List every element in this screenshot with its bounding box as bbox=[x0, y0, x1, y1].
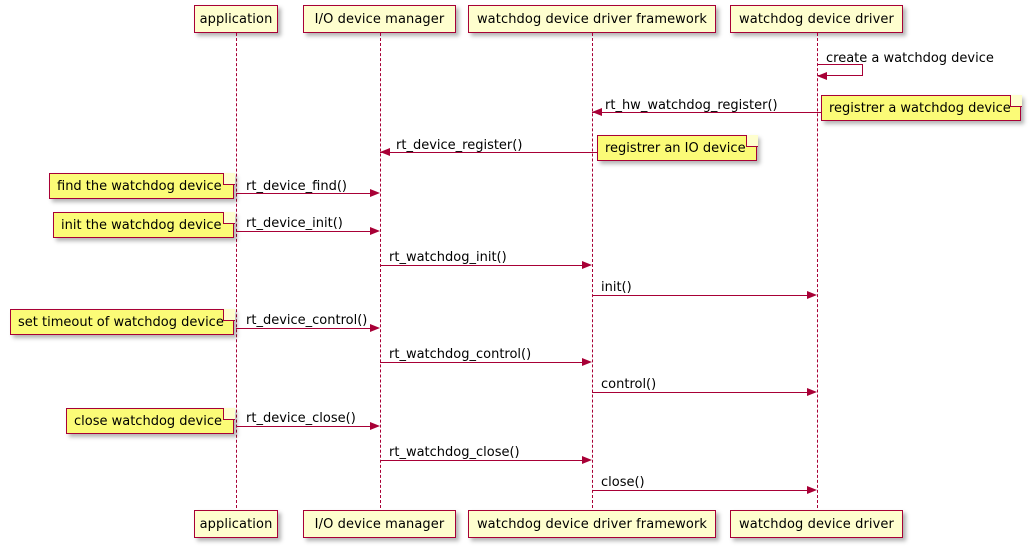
participant-label: watchdog device driver bbox=[739, 11, 894, 27]
note-fold-icon bbox=[222, 211, 235, 224]
message-label-control: control() bbox=[601, 377, 657, 392]
arrowhead-create-watchdog-device bbox=[817, 71, 827, 80]
message-label-rt-device-init: rt_device_init() bbox=[246, 216, 343, 231]
lifeline-driver bbox=[817, 33, 818, 508]
participant-label: application bbox=[199, 11, 273, 27]
arrowhead-rt-device-init bbox=[370, 226, 380, 235]
arrowhead-rt-hw-watchdog-register bbox=[592, 107, 602, 116]
participant-label: I/O device manager bbox=[314, 11, 445, 27]
message-line-rt-device-close bbox=[236, 426, 370, 427]
message-line-rt-watchdog-init bbox=[380, 265, 582, 266]
message-label-rt-device-close: rt_device_close() bbox=[246, 411, 356, 426]
message-self-create-watchdog-device bbox=[817, 64, 863, 76]
lifeline-framework bbox=[592, 33, 593, 508]
participant-label: watchdog device driver framework bbox=[476, 11, 708, 27]
arrowhead-rt-device-control bbox=[370, 323, 380, 332]
message-label-rt-watchdog-close: rt_watchdog_close() bbox=[389, 445, 520, 460]
participant-header-io-manager[interactable]: I/O device manager bbox=[303, 5, 456, 33]
note-fold-icon bbox=[222, 172, 235, 185]
lifeline-application bbox=[236, 33, 237, 508]
participant-label: I/O device manager bbox=[314, 516, 445, 532]
note-fold-icon bbox=[745, 134, 758, 147]
note-text: find the watchdog device bbox=[57, 178, 222, 194]
message-line-rt-device-init bbox=[236, 231, 370, 232]
note-registrer-an-io-device: registrer an IO device bbox=[597, 134, 758, 161]
note-text: registrer an IO device bbox=[605, 140, 746, 156]
arrowhead-rt-device-find bbox=[370, 188, 380, 197]
participant-label: watchdog device driver framework bbox=[476, 516, 708, 532]
note-find-the-watchdog-device: find the watchdog device bbox=[49, 172, 235, 199]
arrowhead-rt-watchdog-close bbox=[582, 455, 592, 464]
participant-header-framework[interactable]: watchdog device driver framework bbox=[468, 5, 716, 33]
note-close-watchdog-device: close watchdog device bbox=[66, 407, 235, 434]
message-label-rt-device-control: rt_device_control() bbox=[246, 313, 368, 328]
participant-footer-framework[interactable]: watchdog device driver framework bbox=[468, 510, 716, 538]
arrowhead-rt-device-close bbox=[370, 421, 380, 430]
arrowhead-rt-device-register bbox=[380, 147, 390, 156]
note-text: set timeout of watchdog device bbox=[18, 314, 224, 330]
message-label-rt-hw-watchdog-register: rt_hw_watchdog_register() bbox=[605, 98, 778, 113]
participant-header-driver[interactable]: watchdog device driver bbox=[730, 5, 903, 33]
note-fold-icon bbox=[222, 308, 235, 321]
participant-footer-application[interactable]: application bbox=[194, 510, 278, 538]
message-line-rt-device-control bbox=[236, 328, 370, 329]
message-label-create-watchdog-device: create a watchdog device bbox=[826, 51, 994, 66]
note-text: registrer a watchdog device bbox=[829, 100, 1011, 116]
note-text: close watchdog device bbox=[74, 413, 222, 429]
message-line-rt-device-register bbox=[380, 152, 598, 153]
message-line-close bbox=[592, 490, 807, 491]
arrowhead-close bbox=[807, 485, 817, 494]
participant-label: application bbox=[199, 516, 273, 532]
message-label-rt-watchdog-init: rt_watchdog_init() bbox=[389, 250, 507, 265]
arrowhead-rt-watchdog-init bbox=[582, 260, 592, 269]
message-line-control bbox=[592, 392, 807, 393]
message-label-init: init() bbox=[601, 280, 632, 295]
arrowhead-control bbox=[807, 387, 817, 396]
participant-header-application[interactable]: application bbox=[194, 5, 278, 33]
note-text: init the watchdog device bbox=[61, 217, 222, 233]
participant-footer-io-manager[interactable]: I/O device manager bbox=[303, 510, 456, 538]
message-line-rt-device-find bbox=[236, 193, 370, 194]
arrowhead-rt-watchdog-control bbox=[582, 357, 592, 366]
note-set-timeout-of-watchdog-device: set timeout of watchdog device bbox=[10, 308, 235, 335]
arrowhead-init bbox=[807, 290, 817, 299]
note-fold-icon bbox=[222, 407, 235, 420]
message-label-rt-watchdog-control: rt_watchdog_control() bbox=[389, 347, 532, 362]
message-label-close: close() bbox=[601, 475, 645, 490]
note-registrer-a-watchdog-device: registrer a watchdog device bbox=[821, 94, 1022, 121]
participant-label: watchdog device driver bbox=[739, 516, 894, 532]
message-label-rt-device-find: rt_device_find() bbox=[246, 179, 347, 194]
participant-footer-driver[interactable]: watchdog device driver bbox=[730, 510, 903, 538]
note-fold-icon bbox=[1009, 94, 1022, 107]
message-line-rt-watchdog-control bbox=[380, 362, 582, 363]
message-line-init bbox=[592, 295, 807, 296]
lifeline-io-manager bbox=[380, 33, 381, 508]
note-init-the-watchdog-device: init the watchdog device bbox=[53, 211, 235, 238]
message-line-rt-hw-watchdog-register bbox=[592, 112, 821, 113]
message-line-rt-watchdog-close bbox=[380, 460, 582, 461]
message-label-rt-device-register: rt_device_register() bbox=[396, 138, 523, 153]
